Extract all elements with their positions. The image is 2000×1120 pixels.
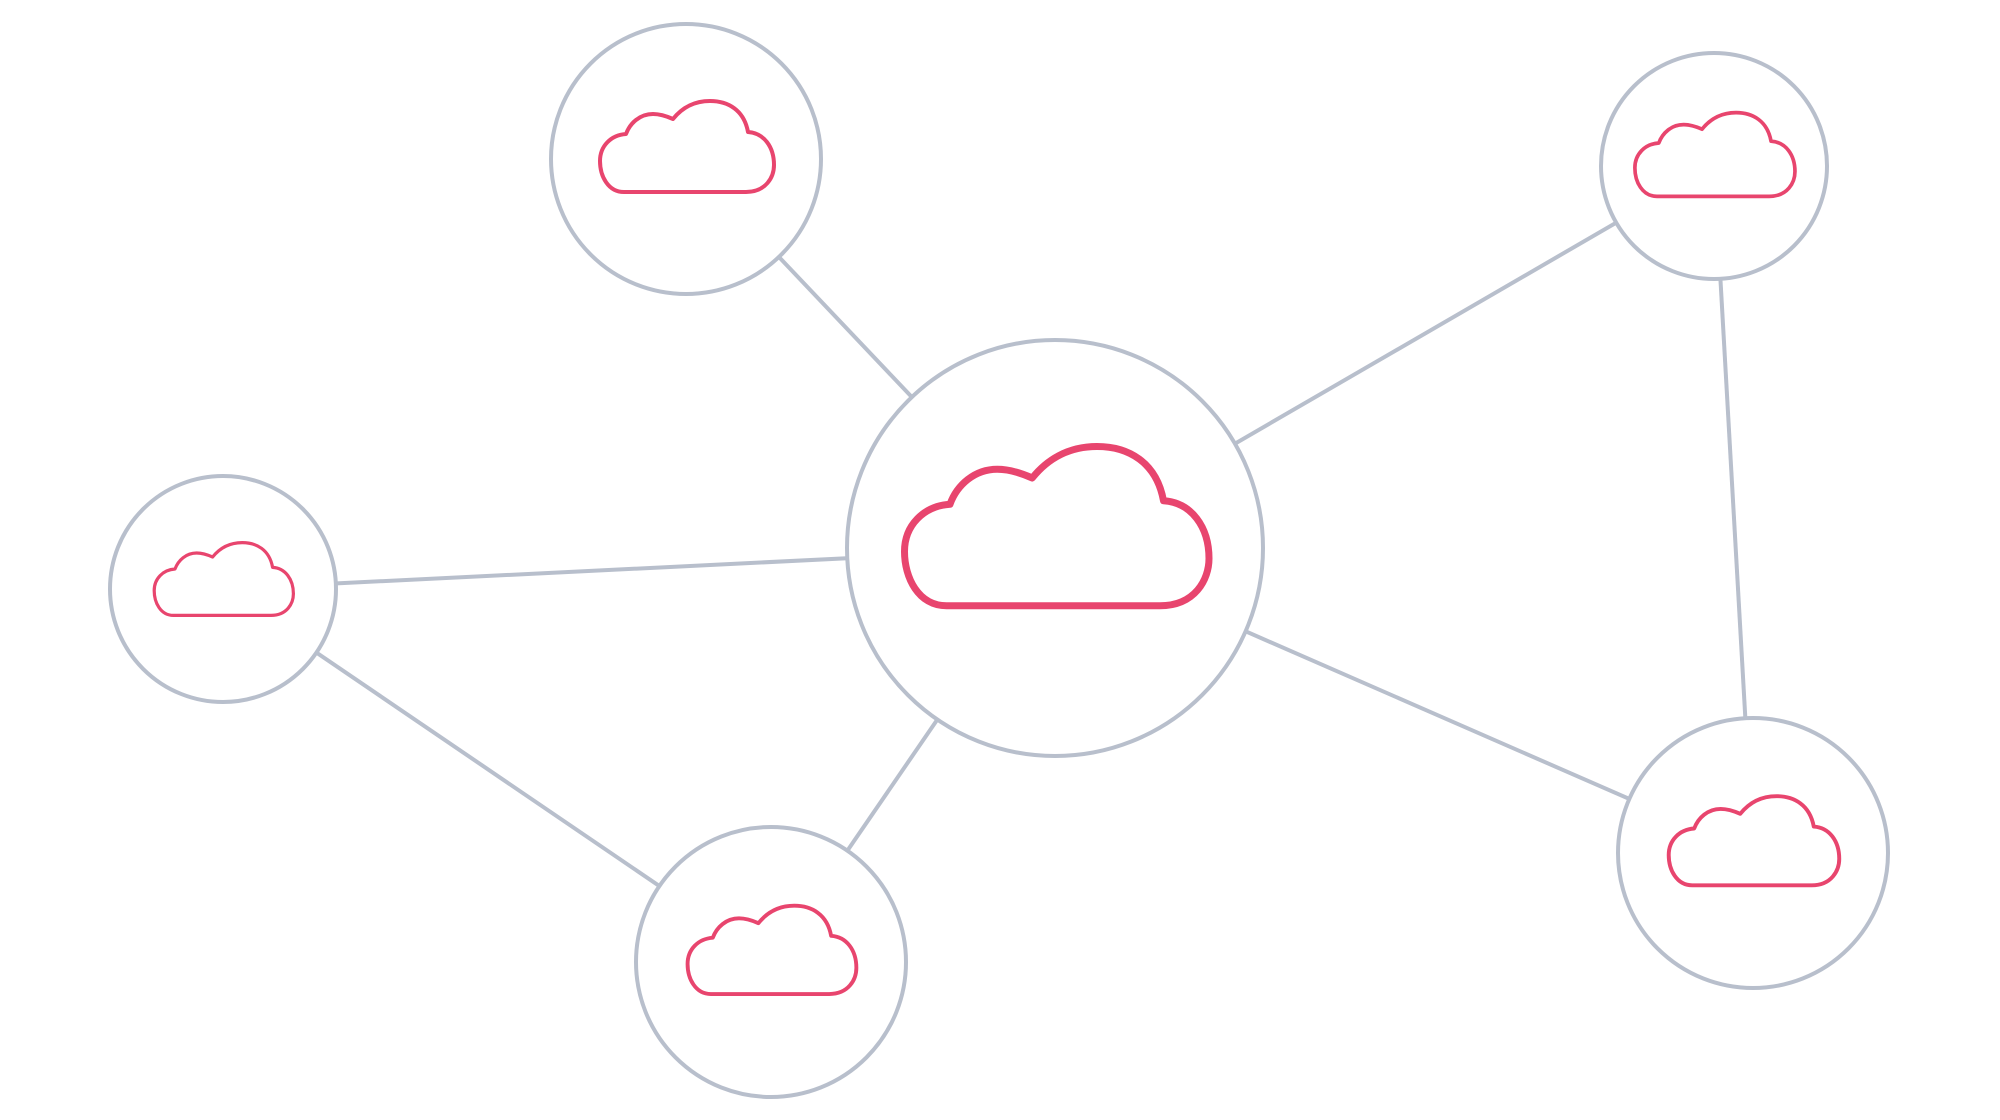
node-circle [845, 338, 1265, 758]
cloud-icon [685, 903, 859, 996]
node-circle [1599, 51, 1829, 281]
nodes-layer [108, 22, 1890, 1099]
cloud-icon [901, 443, 1213, 610]
cloud-icon [1666, 794, 1842, 888]
node-circle [1616, 716, 1890, 990]
node-top[interactable] [549, 22, 823, 296]
node-left[interactable] [108, 474, 338, 704]
node-top-right[interactable] [1599, 51, 1829, 281]
cloud-icon [1633, 110, 1797, 199]
cloud-icon [598, 99, 776, 194]
node-circle [108, 474, 338, 704]
node-circle [549, 22, 823, 296]
node-bottom[interactable] [634, 825, 908, 1099]
node-bottom-right[interactable] [1616, 716, 1890, 990]
node-circle [634, 825, 908, 1099]
cloud-icon [152, 540, 296, 618]
node-center[interactable] [845, 338, 1265, 758]
